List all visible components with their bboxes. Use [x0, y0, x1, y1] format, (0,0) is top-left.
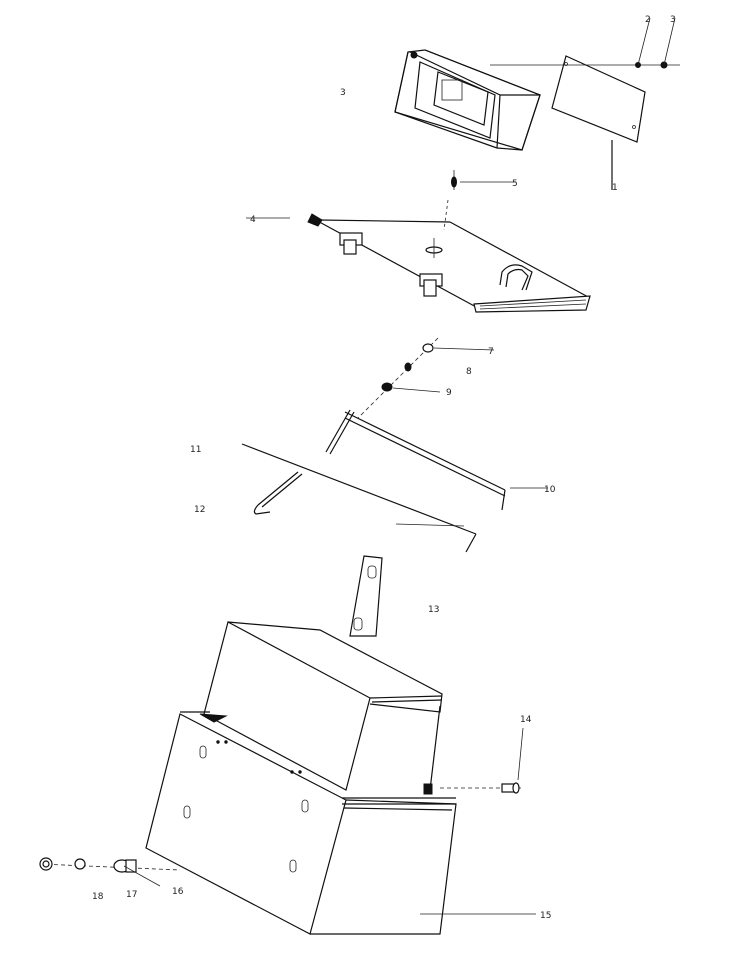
part-bolt	[440, 727, 524, 794]
callout-11: 11	[190, 445, 201, 455]
callout-7: 7	[488, 347, 494, 357]
part-cover-plate	[551, 55, 646, 190]
part-screws-top	[490, 17, 680, 69]
part-strap	[349, 555, 383, 637]
callout-5: 5	[512, 179, 518, 189]
part-bar	[325, 409, 548, 511]
callout-14: 14	[520, 715, 532, 725]
part-hardware-left	[39, 857, 181, 887]
callout-4: 4	[250, 215, 256, 225]
part-handle	[241, 443, 477, 553]
callout-18: 18	[92, 892, 104, 902]
callout-15: 15	[540, 911, 551, 921]
callout-8: 8	[466, 367, 472, 377]
part-fasteners	[357, 337, 495, 419]
part-tray	[246, 213, 591, 313]
callout-10: 10	[544, 485, 556, 495]
callout-2: 2	[645, 15, 651, 25]
callout-9: 9	[446, 388, 452, 398]
part-housing	[394, 49, 541, 151]
callout-17: 17	[126, 890, 137, 900]
callout-labels: 3 2 3 1 5 4 7 8 9 11 10 12 13 14 15 16 1…	[92, 15, 676, 921]
callout-13: 13	[428, 605, 439, 615]
callout-16: 16	[172, 887, 184, 897]
part-cabinet	[145, 621, 457, 935]
part-pin	[443, 170, 516, 231]
callout-12: 12	[194, 505, 205, 515]
callout-3: 3	[340, 88, 346, 98]
callout-3b: 3	[670, 15, 676, 25]
callout-1: 1	[612, 183, 618, 193]
